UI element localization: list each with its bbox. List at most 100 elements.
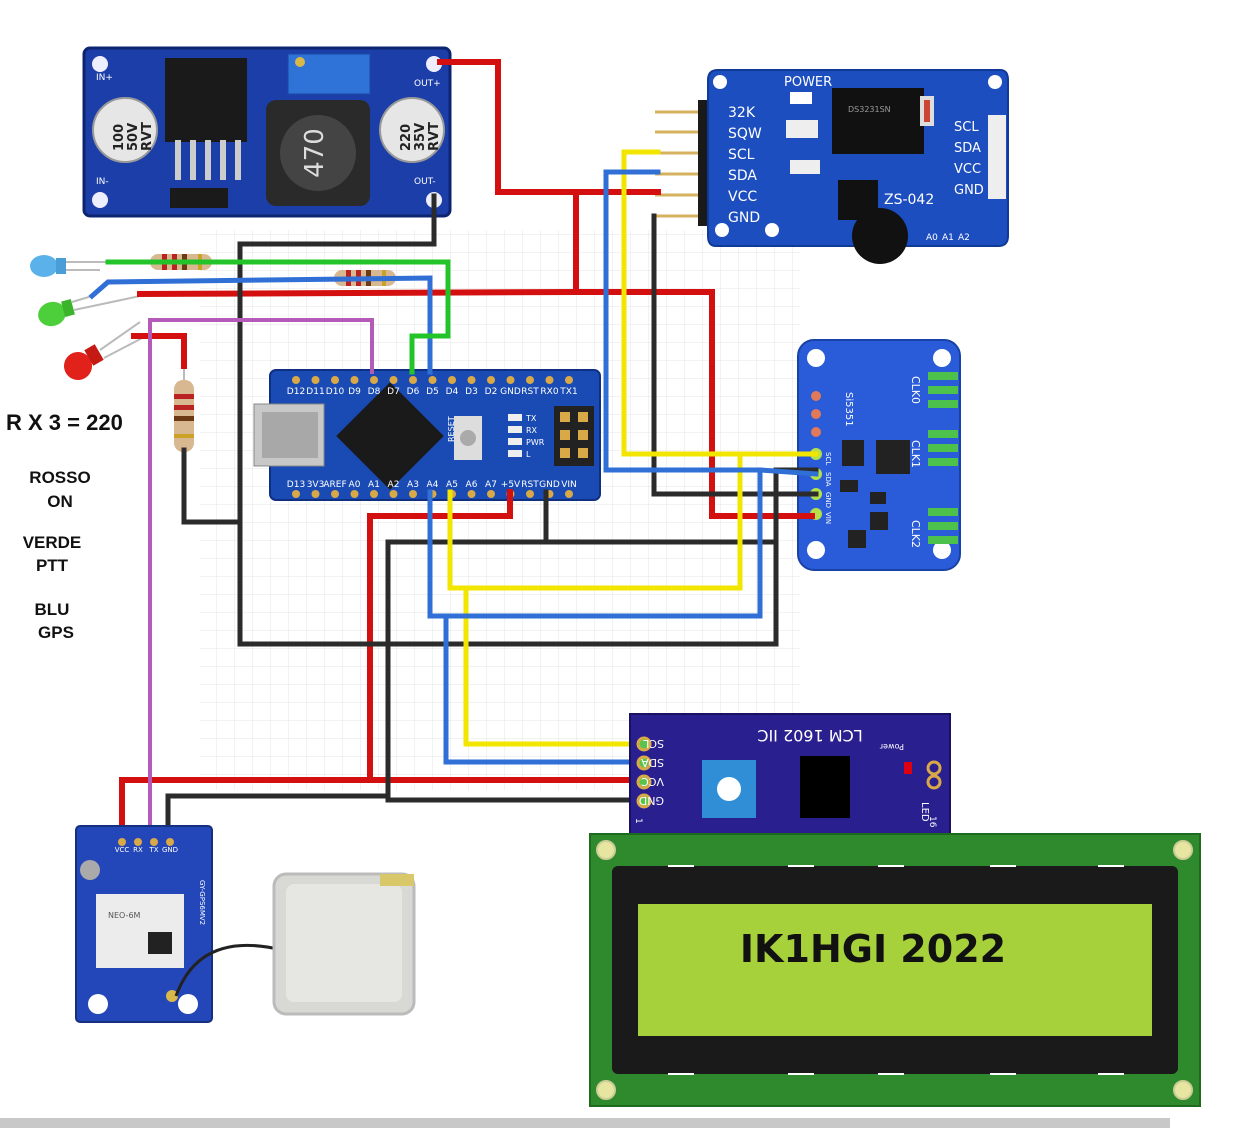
wire-yellow-rtc-scl [621,149,819,457]
led-green [38,301,66,327]
nano-pin-d7: D7 [387,387,400,397]
nano-pin-aref: AREF [323,480,346,490]
nano-pin-+5v: +5V [501,480,521,490]
label-out-minus: OUT- [414,177,436,187]
rtc-pin-sda: SDA [728,168,757,184]
nano-pin-d3: D3 [465,387,478,397]
legend-red-function: ON [47,492,73,511]
wire-red-gps [119,489,513,843]
resistor-note: R X 3 = 220 [6,410,123,435]
regulator-chip [165,58,247,142]
rtc-model-label: ZS-042 [884,192,934,208]
nano-pin-hole [526,490,534,498]
wire-black-led [181,447,243,525]
nano-pin-hole [565,376,573,384]
nano-pin-hole [409,490,417,498]
backpack-pin-hole [636,736,652,752]
si5351-clk0: CLK0 [909,376,922,404]
nano-pin-a3: A3 [407,480,419,490]
bottom-bar [0,1118,1170,1128]
nano-pin-d12: D12 [287,387,305,397]
nano-pin-a2: A2 [388,480,400,490]
nano-led [508,438,522,445]
nano-pin-hole [311,490,320,498]
si5351-clk2: CLK2 [909,520,922,548]
rtc-pin-sqw: SQW [728,126,762,142]
nano-pin-hole [292,376,300,384]
nano-pin-hole [389,490,398,498]
backpack-pin-hole [636,793,652,809]
si5351-pin-gnd: GND [824,492,832,508]
backpack-pin16-label: 16 [927,816,937,828]
capacitor-left [92,97,158,163]
led-red [64,352,92,380]
nano-pin-hole [506,376,515,384]
nano-pin-3v3: 3V3 [307,480,325,490]
gps-pin-hole [134,838,142,846]
nano-pin-hole [467,490,476,498]
nano-pin-d10: D10 [326,387,345,397]
nano-pin-hole [331,490,339,498]
nano-led [508,450,522,457]
label-out-plus: OUT+ [414,79,441,89]
rtc-right-pin-vcc: VCC [954,162,981,177]
wire-red-led [131,333,187,369]
nano-pin-hole [331,376,339,384]
si5351-pin-sda: SDA [824,472,832,487]
nano-pin-a5: A5 [446,480,458,490]
gps-chip [96,894,184,968]
rtc-pin-gnd: GND [728,210,760,226]
backpack-pin-vcc: VCC [641,775,664,788]
nano-pin-hole [565,490,573,498]
backpack-power-label: Power [879,742,904,751]
nano-pin-d2: D2 [485,387,498,397]
nano-pin-tx1: TX1 [559,387,577,397]
mount-hole [92,192,108,208]
legend-red-name: ROSSO [29,468,91,487]
lcd-display-text: IK1HGI 2022 [740,927,1006,971]
backpack-pin-gnd: GND [639,794,664,807]
nano-led [508,414,522,421]
rtc-pin-vcc: VCC [728,189,757,205]
inductor-label: 470 [300,128,330,178]
wire-blue-rtc-sda [603,169,763,619]
led-blue [30,255,58,277]
nano-pin-hole [311,376,320,384]
rtc-pin-scl: SCL [728,147,755,163]
nano-pin-a4: A4 [427,480,439,490]
backpack-pin-hole [636,774,652,790]
gps-pin-rx: RX [133,846,143,854]
antenna-cable [174,943,283,997]
nano-pin-hole [448,376,456,384]
legend-blue-function: GPS [38,623,74,642]
nano-pin-rst: RST [521,480,539,490]
si5351-chip [876,440,910,474]
nano-pin-a7: A7 [485,480,497,490]
wire-purple-gps [148,318,374,842]
nano-pin-hole [389,376,398,384]
gps-pin-vcc: VCC [115,846,130,854]
pcf8574-chip [800,756,850,818]
label-in-plus: IN+ [96,73,113,83]
si5351-clk1: CLK1 [909,440,922,468]
nano-pin-a6: A6 [466,480,478,490]
nano-led-tx: TX [525,414,537,423]
gps-pin-hole [118,838,126,846]
nano-pin-d11: D11 [306,387,324,397]
rtc-right-pin-scl: SCL [954,120,979,135]
nano-pin-hole [409,376,417,384]
rtc-addr-a1: A1 [942,233,954,243]
mcu-chip [336,382,444,490]
nano-pin-hole [487,490,495,498]
gps-pin-hole [150,838,158,846]
nano-pin-a0: A0 [349,480,361,490]
rtc-chip-label: DS3231SN [848,105,891,114]
